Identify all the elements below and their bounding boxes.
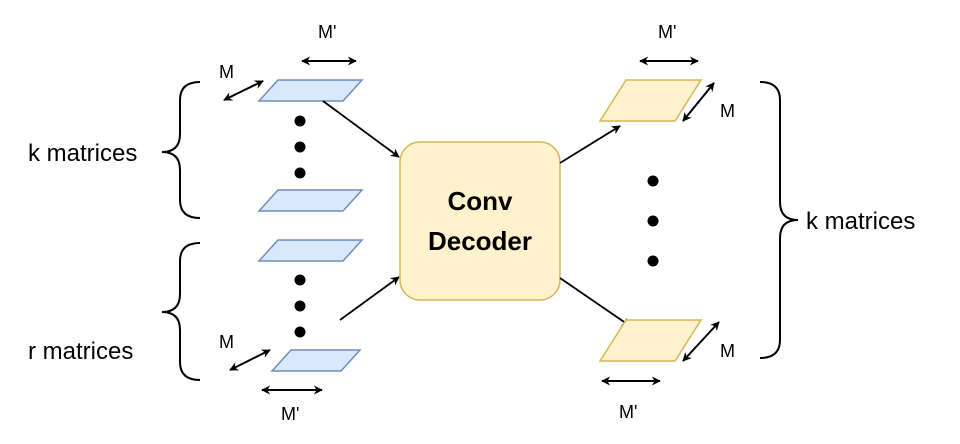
- ellipsis-dots-left-bottom: [294, 274, 306, 338]
- dimension-arrow-m-input-top: [223, 80, 264, 101]
- arrow-r-input-to-decoder: [339, 276, 400, 321]
- arrow-k-input-to-decoder: [322, 100, 400, 158]
- arrow-decoder-to-output-bottom: [559, 277, 631, 327]
- decoder-label-line1: Conv: [448, 186, 514, 216]
- right-group-label: k matrices: [806, 208, 915, 235]
- dimension-arrow-m-output-bottom: [682, 321, 720, 362]
- dim-label-m-input-top: M: [219, 62, 234, 82]
- ellipsis-dots-right: [647, 175, 659, 267]
- dimension-arrow-m-input-bottom: [229, 349, 271, 371]
- brace-left-top: [161, 81, 201, 219]
- conv-decoder-box: [399, 141, 561, 301]
- input-matrix-k-last: [257, 189, 364, 212]
- dim-label-m-input-bottom: M: [219, 332, 234, 352]
- left-bottom-group-label: r matrices: [28, 338, 133, 365]
- dim-label-m-output-top: M: [720, 101, 735, 121]
- output-matrix-last: [598, 319, 703, 362]
- brace-right: [759, 81, 799, 359]
- dim-label-m-output-bottom: M: [720, 341, 735, 361]
- arrow-decoder-to-output-top: [559, 125, 621, 164]
- output-matrix-first: [598, 79, 703, 122]
- ellipsis-dots-left-top: [294, 115, 306, 179]
- dim-label-mprime-output-bottom: M': [619, 402, 637, 422]
- input-matrix-r-first: [257, 239, 364, 262]
- input-matrix-r-last: [270, 349, 362, 372]
- dim-label-mprime-output-top: M': [658, 22, 676, 42]
- decoder-label-line2: Decoder: [428, 226, 532, 256]
- brace-left-bottom: [161, 242, 201, 381]
- dim-label-mprime-input-bottom: M': [281, 404, 299, 424]
- input-matrix-k-first: [257, 79, 364, 102]
- dim-label-mprime-input-top: M': [318, 22, 336, 42]
- dimension-arrow-m-output-top: [682, 82, 715, 122]
- left-top-group-label: k matrices: [28, 140, 137, 167]
